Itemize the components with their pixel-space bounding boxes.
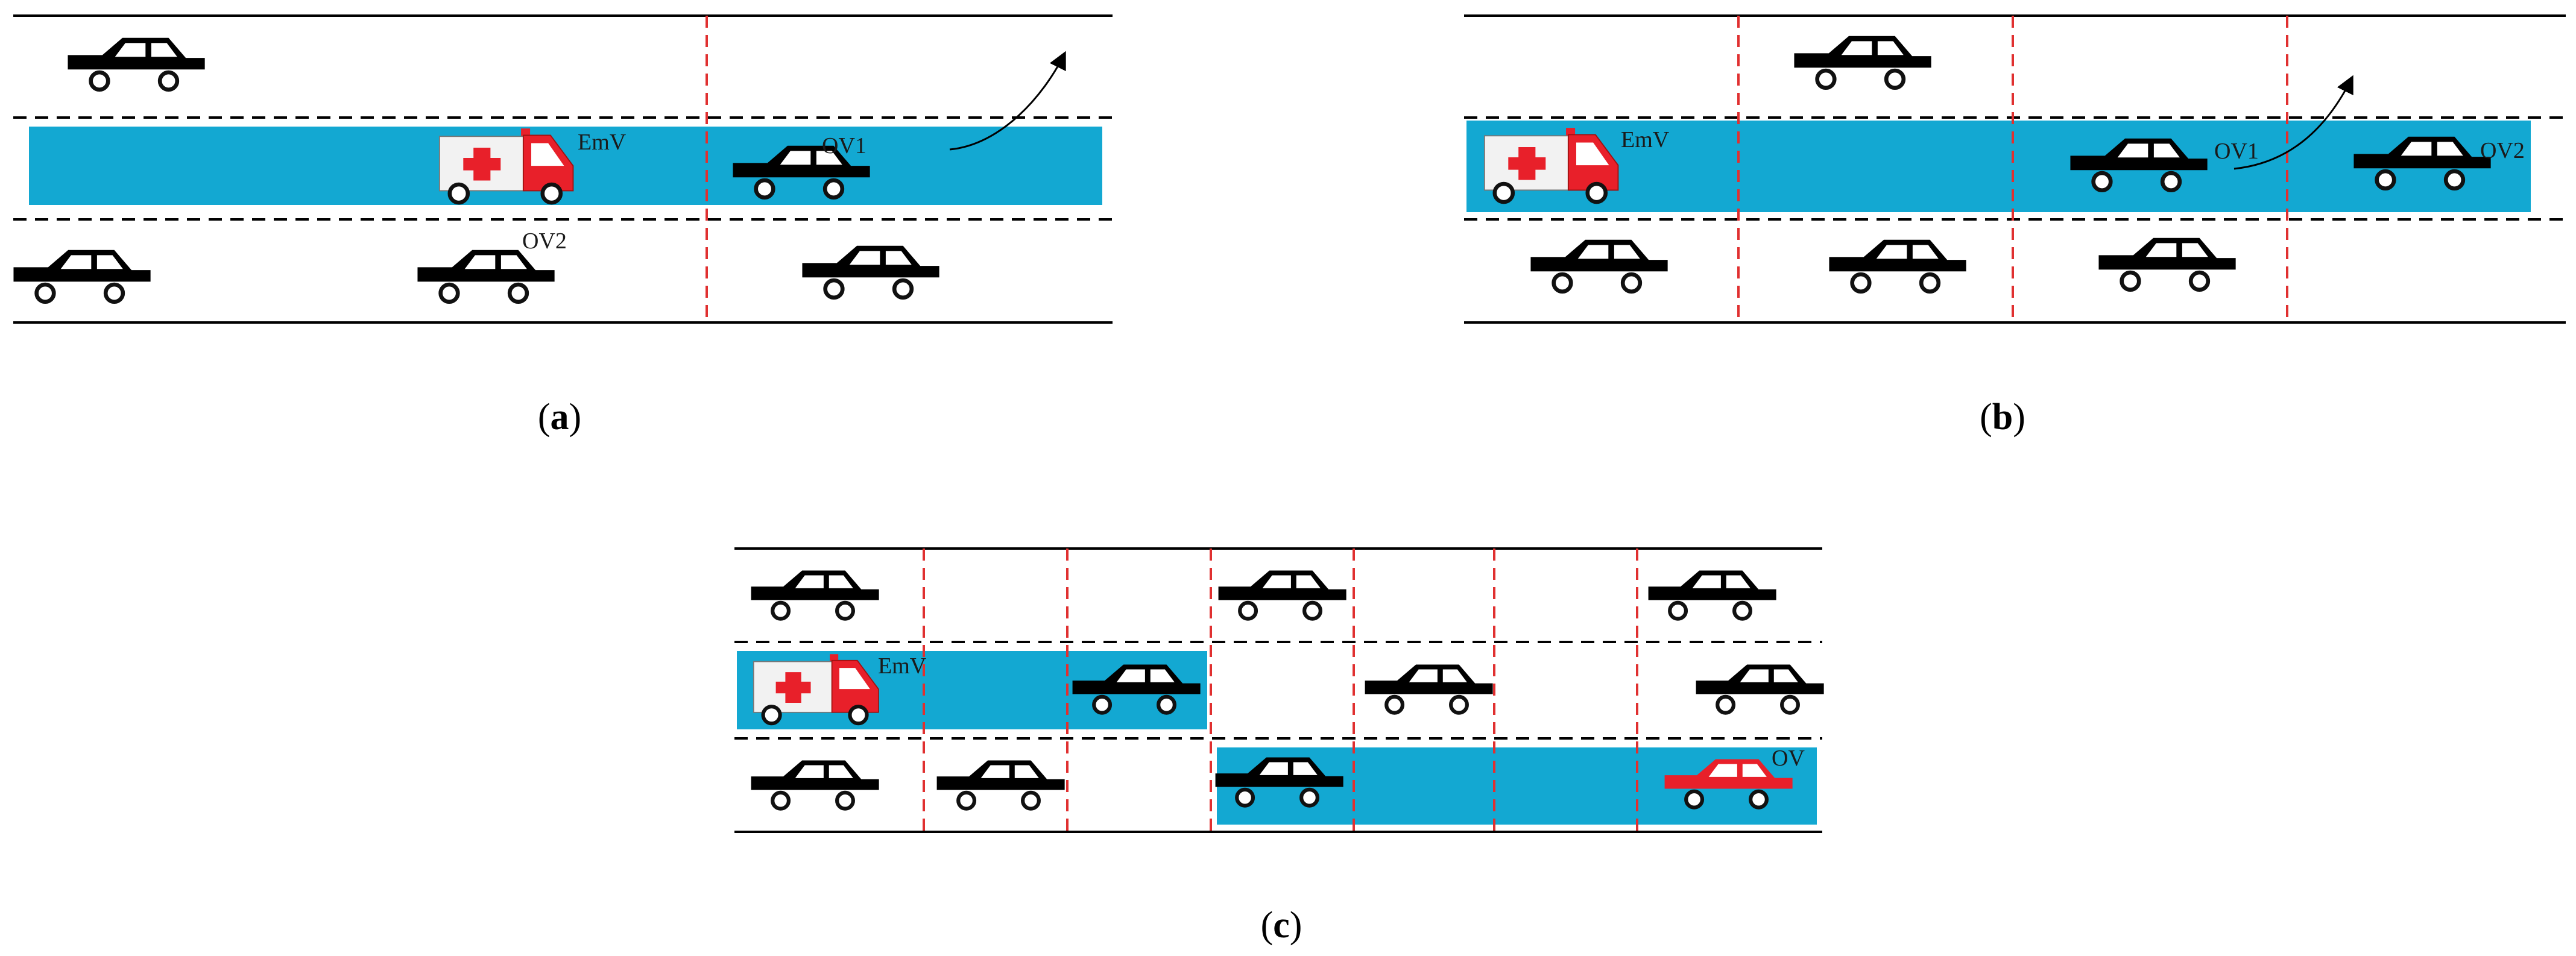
ov2-label: OV2 xyxy=(2480,138,2525,163)
panel-b: EmV OV1 OV2 (b) xyxy=(1464,14,2566,438)
ov1-label: OV1 xyxy=(822,133,867,159)
car-icon xyxy=(751,760,879,808)
car-icon xyxy=(1365,664,1493,712)
emv-label: EmV xyxy=(1621,127,1670,153)
car-icon xyxy=(1794,36,1931,88)
emv-label: EmV xyxy=(878,653,927,679)
panel-caption-b: (b) xyxy=(1980,397,2025,438)
panel-caption-c: (c) xyxy=(1261,905,1302,946)
curved-arrow-icon xyxy=(2233,75,2353,170)
car-icon xyxy=(2098,238,2235,290)
ov2-label: OV2 xyxy=(522,228,567,254)
car-icon xyxy=(13,250,150,302)
ov1-label: OV1 xyxy=(2214,139,2259,164)
panel-c: EmV OV (c) xyxy=(734,547,1824,946)
car-icon xyxy=(1530,240,1667,292)
car-icon xyxy=(802,246,939,298)
car-icon xyxy=(417,250,554,302)
car-icon xyxy=(937,760,1065,808)
panel-caption-a: (a) xyxy=(538,397,581,438)
car-icon xyxy=(1829,240,1966,292)
panel-a: EmV OV1 OV2 (a) xyxy=(13,14,1113,438)
emv-label: EmV xyxy=(578,130,627,155)
car-icon xyxy=(1696,664,1824,712)
car-icon xyxy=(751,570,879,618)
curved-arrow-icon xyxy=(949,51,1066,151)
ov-label: OV xyxy=(1772,746,1805,771)
highlighted-lane xyxy=(1466,121,2531,212)
car-icon xyxy=(1219,570,1346,618)
car-icon xyxy=(68,38,204,90)
car-icon xyxy=(1649,570,1776,618)
